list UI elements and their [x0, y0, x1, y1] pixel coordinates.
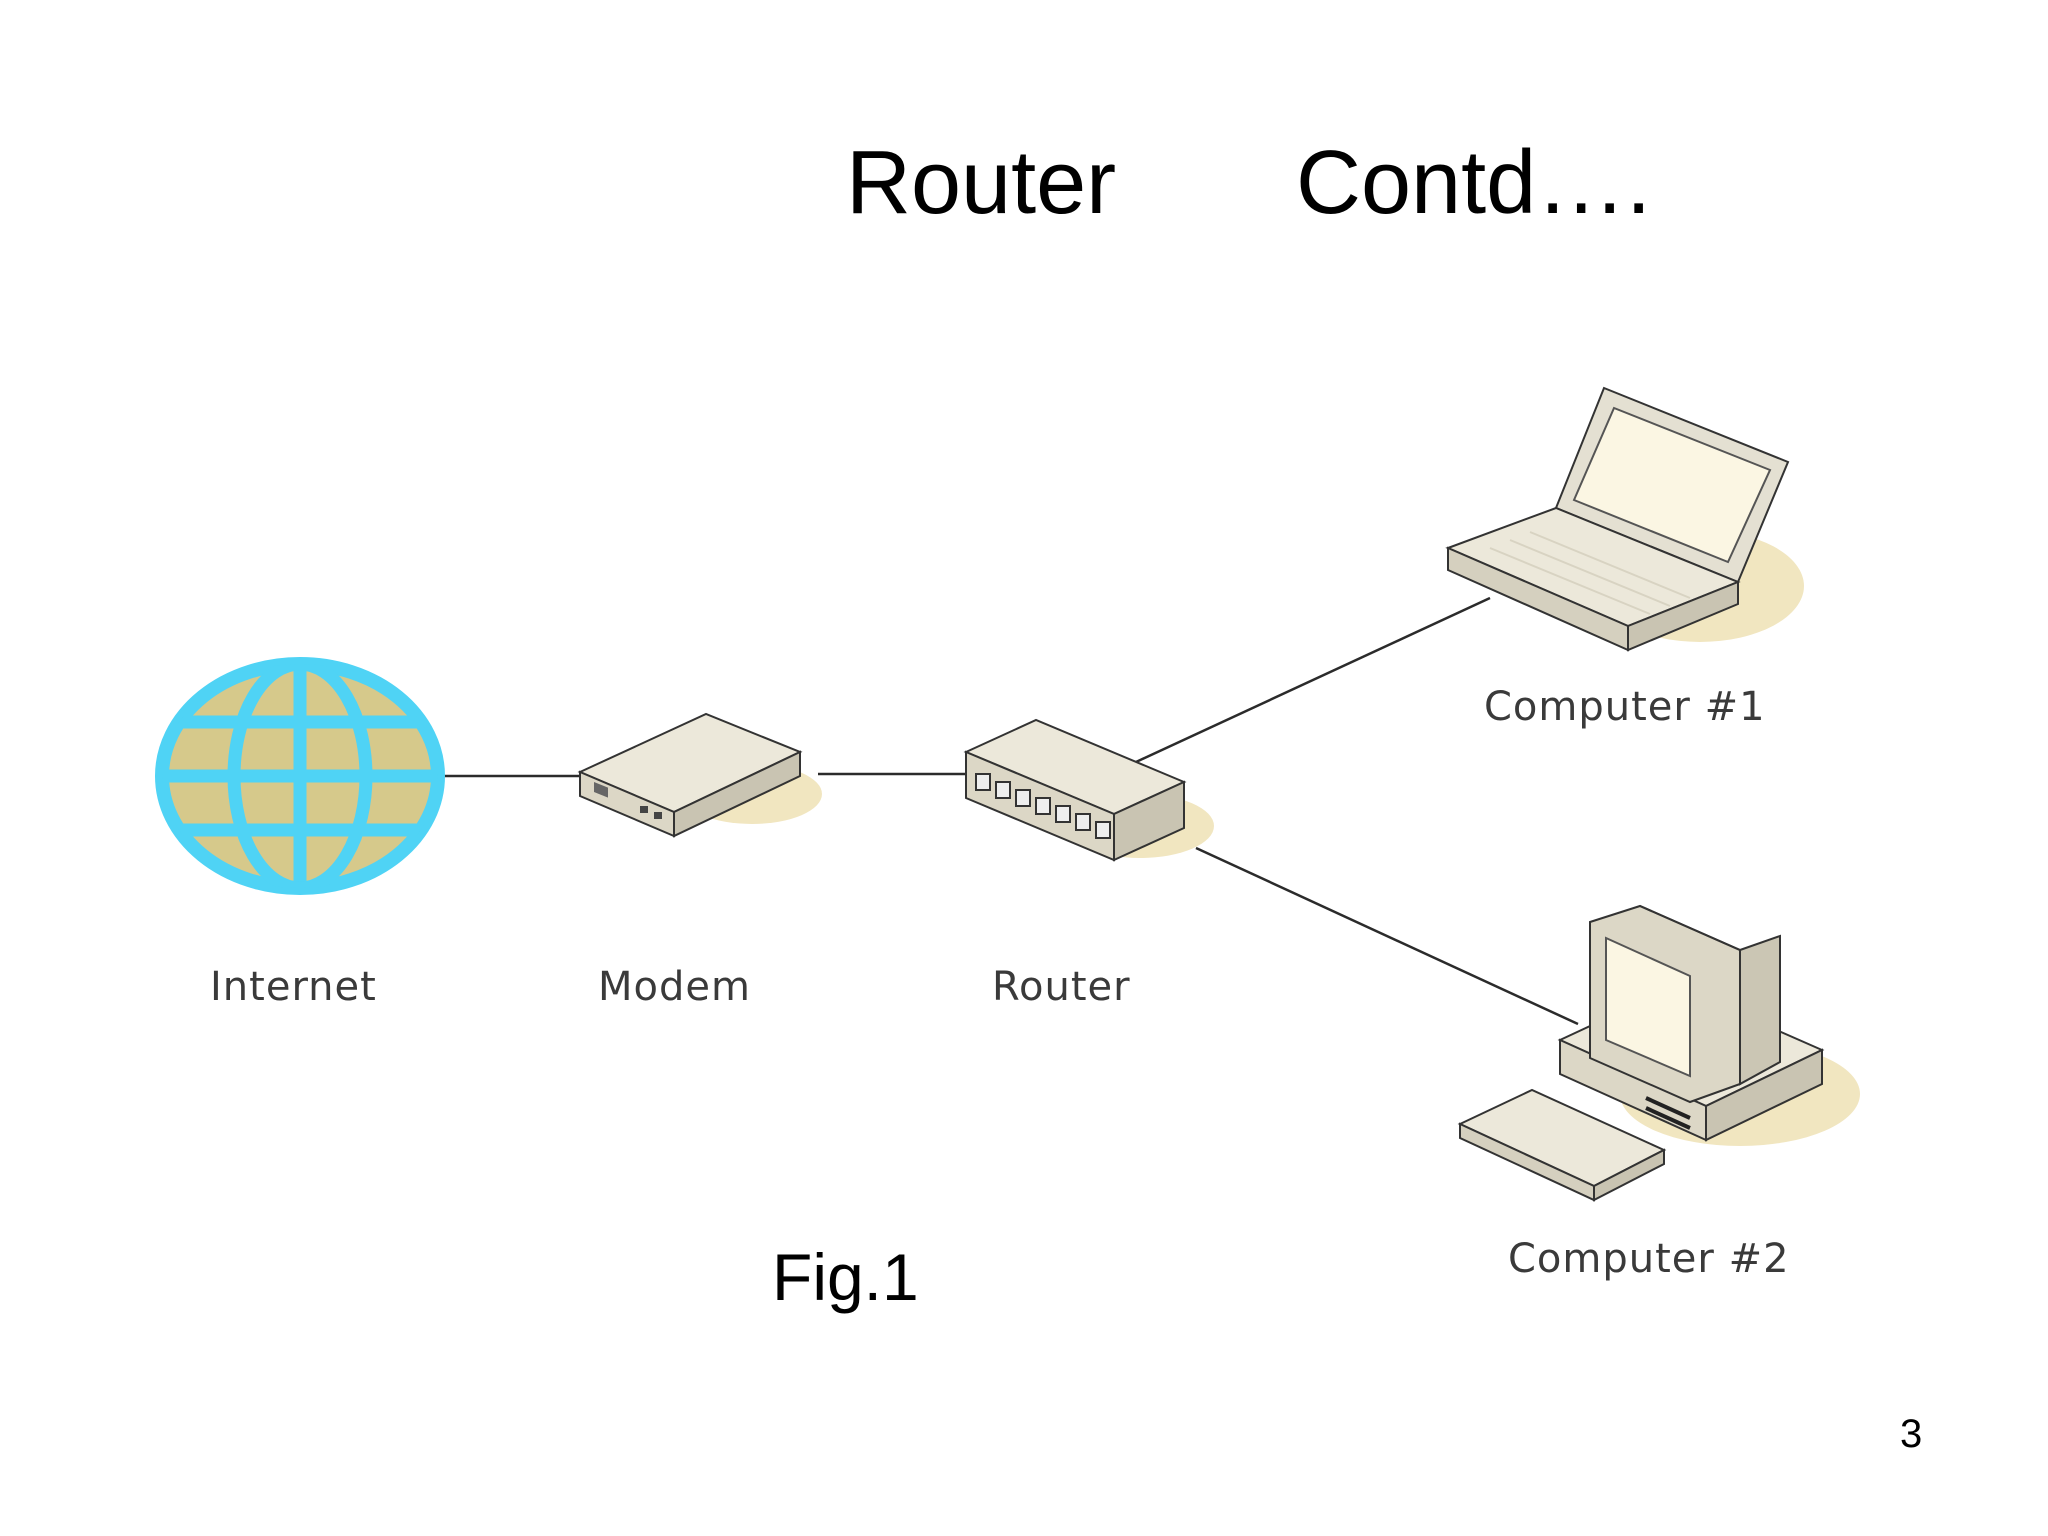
- globe-icon: [155, 657, 445, 895]
- slide-title-contd: Contd….: [1296, 133, 1652, 233]
- node-label-modem: Modem: [598, 964, 751, 1010]
- node-label-computer1: Computer #1: [1484, 684, 1766, 730]
- node-label-computer2: Computer #2: [1508, 1236, 1790, 1282]
- figure-caption: Fig.1: [772, 1240, 919, 1314]
- connection-lines: [440, 596, 1579, 1026]
- link-router-computer2: [1195, 846, 1579, 1026]
- desktop-computer-icon: [1457, 904, 1860, 1202]
- router-icon: [963, 718, 1214, 862]
- page-number: 3: [1900, 1412, 1923, 1456]
- laptop-icon: [1445, 386, 1804, 652]
- link-router-computer1: [1135, 596, 1491, 764]
- node-label-internet: Internet: [210, 964, 377, 1010]
- slide-title-router: Router: [846, 133, 1117, 233]
- node-label-router: Router: [992, 964, 1131, 1010]
- modem-icon: [577, 712, 822, 838]
